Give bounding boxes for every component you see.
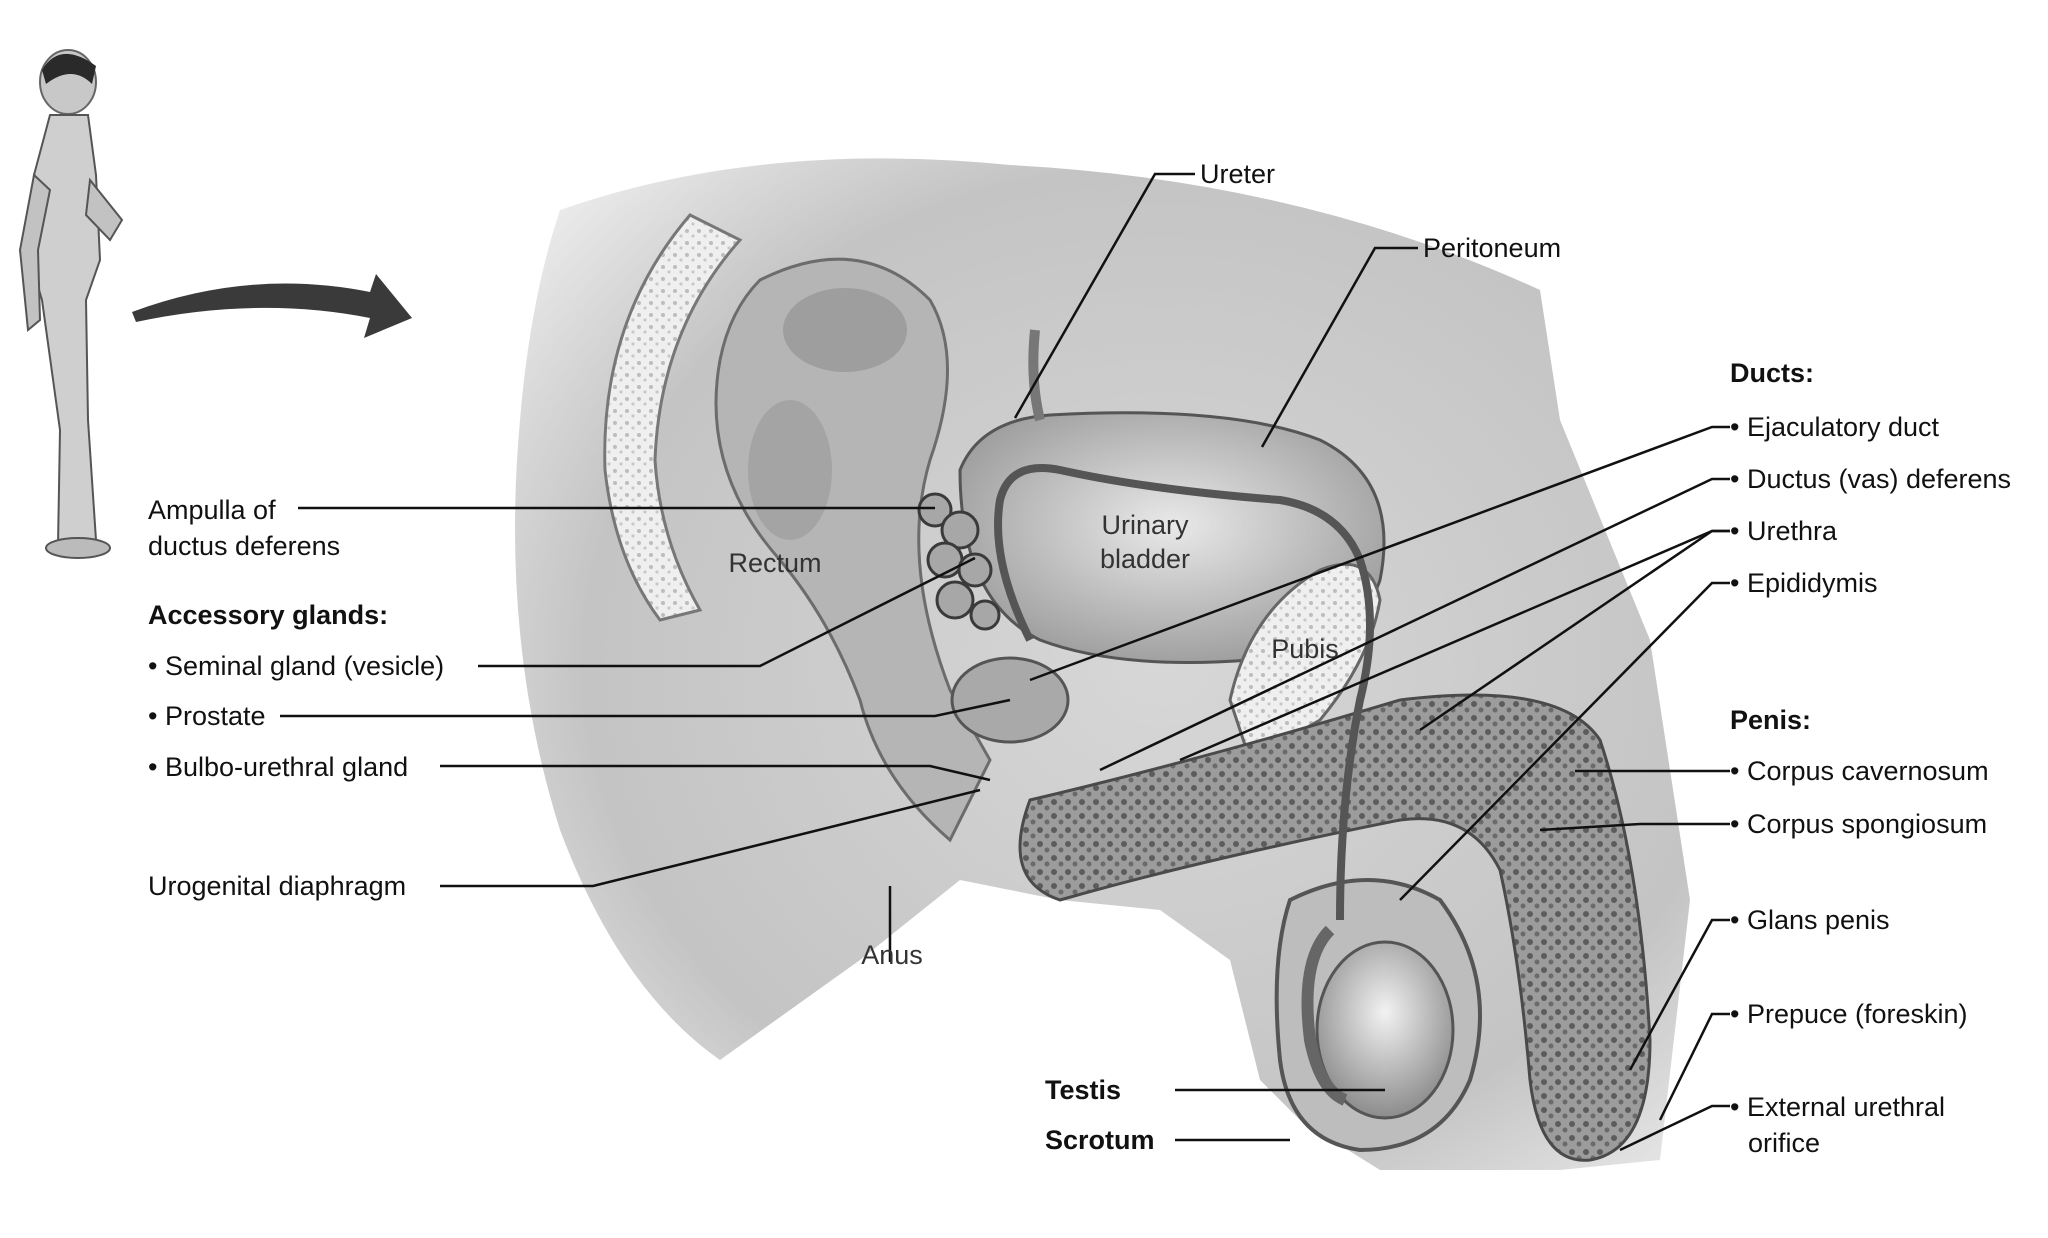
ductus-deferens-path (994, 464, 1374, 921)
penis-heading: Penis: (1730, 705, 1812, 735)
peritoneum-label: Peritoneum (1423, 233, 1562, 263)
leader-lines (280, 172, 1730, 1152)
corpus-spongiosum-label: • Corpus spongiosum (1730, 809, 1988, 839)
urogenital-diaphragm-label: Urogenital diaphragm (148, 871, 407, 901)
testis-shape (1315, 940, 1455, 1120)
urinary-bladder-label: Urinary bladder (1080, 508, 1210, 576)
penis-shape (1018, 693, 1652, 1162)
pubis-label: Pubis (1271, 634, 1339, 664)
ampulla-label-line2: ductus deferens (148, 531, 341, 561)
prostate-label: • Prostate (148, 701, 266, 731)
accessory-glands-heading: Accessory glands: (148, 600, 389, 630)
ducts-heading: Ducts: (1730, 358, 1815, 388)
external-urethral-orifice-label: • External urethral orifice (1730, 1089, 1945, 1161)
prepuce-label: • Prepuce (foreskin) (1730, 999, 1968, 1029)
standing-figure (18, 49, 124, 559)
corpus-cavernosum-label: • Corpus cavernosum (1730, 756, 1989, 786)
seminal-vesicle-shape (917, 492, 1001, 631)
rectum-label: Rectum (728, 548, 822, 578)
scrotum-label: Scrotum (1045, 1125, 1155, 1155)
sacrum-shape (603, 213, 743, 622)
urinary-bladder-line2: bladder (1099, 544, 1191, 574)
bulbo-urethral-label: • Bulbo-urethral gland (148, 752, 409, 782)
ampulla-label: Ampulla of ductus deferens (148, 492, 340, 564)
direction-arrow (132, 274, 412, 338)
external-urethral-line2: orifice (1748, 1128, 1821, 1158)
seminal-gland-label: • Seminal gland (vesicle) (148, 651, 445, 681)
testis-label: Testis (1045, 1075, 1122, 1105)
glans-penis-label: • Glans penis (1730, 905, 1890, 935)
external-urethral-line1: • External urethral (1730, 1092, 1946, 1122)
ductus-deferens-label: • Ductus (vas) deferens (1730, 464, 2012, 494)
ureter-label: Ureter (1200, 159, 1276, 189)
ampulla-label-line1: Ampulla of (148, 495, 276, 525)
urethra-label: • Urethra (1730, 516, 1837, 546)
anus-label: Anus (861, 940, 923, 970)
ejaculatory-duct-label: • Ejaculatory duct (1730, 412, 1940, 442)
epididymis-label: • Epididymis (1730, 568, 1878, 598)
ureter-path (1028, 329, 1045, 422)
urinary-bladder-line1: Urinary (1101, 510, 1189, 540)
